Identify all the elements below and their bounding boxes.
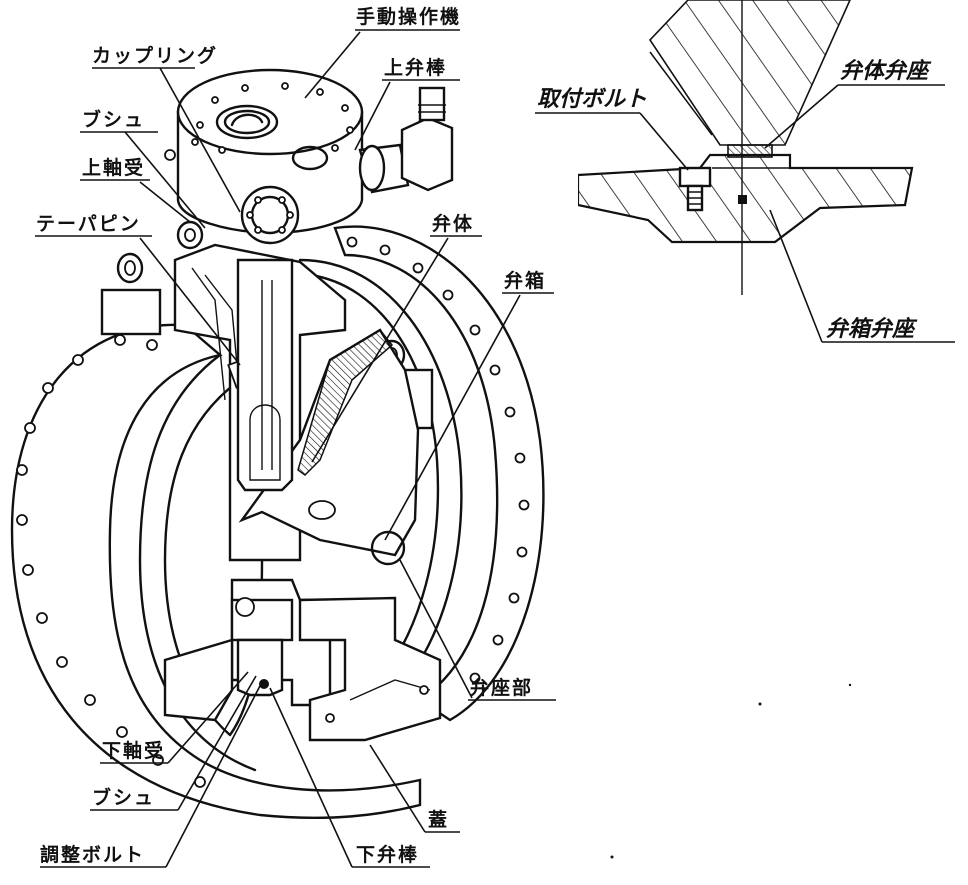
lifting-lug-left	[100, 252, 162, 336]
label-adjust-bolt: 調整ボルト	[40, 843, 145, 866]
front-flange-holes	[16, 334, 206, 788]
seat-detail-section: 取付ボルト 弁体弁座 弁箱弁座	[535, 0, 955, 343]
base-stand-right	[298, 596, 442, 742]
rear-flange-holes	[346, 236, 530, 684]
main-labels: 手動操作機 カップリング 上弁棒 ブシュ 上軸受 テーパピン 弁体 弁箱 弁座部…	[36, 5, 546, 866]
label-upper-stem: 上弁棒	[384, 56, 447, 79]
label-upper-bearing: 上軸受	[82, 156, 145, 179]
stem-tube	[236, 258, 294, 492]
rear-body-2	[308, 273, 440, 682]
label-bush-lower: ブシュ	[92, 786, 155, 809]
body-ring	[138, 353, 257, 772]
label-valve-box: 弁箱	[504, 269, 546, 292]
base-stand-left	[163, 638, 234, 722]
label-seat-section: 弁座部	[470, 676, 533, 699]
label-disc: 弁体	[432, 212, 474, 235]
manual-operator	[164, 68, 454, 245]
eye-bolt-top	[176, 220, 204, 250]
label-lower-stem: 下弁棒	[356, 843, 419, 866]
mounting-bolt	[678, 166, 712, 188]
label-taper-pin: テーパピン	[36, 213, 141, 235]
seat-detail-circle	[370, 530, 406, 566]
label-mounting-bolt: 取付ボルト	[537, 86, 647, 112]
lower-shaft	[236, 638, 284, 697]
disc-seat-ring	[727, 144, 773, 158]
rear-flange	[333, 225, 545, 722]
front-flange	[10, 323, 422, 820]
label-coupling: カップリング	[92, 44, 218, 67]
leader-lines	[35, 29, 556, 868]
disc	[238, 328, 420, 557]
label-lower-bearing: 下軸受	[102, 739, 165, 762]
label-manual-operator: 手動操作機	[356, 5, 461, 28]
label-disc-seat: 弁体弁座	[840, 58, 932, 84]
label-bush-upper: ブシュ	[82, 108, 145, 131]
label-box-seat: 弁箱弁座	[826, 316, 918, 342]
valve-body	[10, 68, 545, 820]
label-lid: 蓋	[428, 808, 449, 831]
rear-body	[298, 258, 463, 702]
